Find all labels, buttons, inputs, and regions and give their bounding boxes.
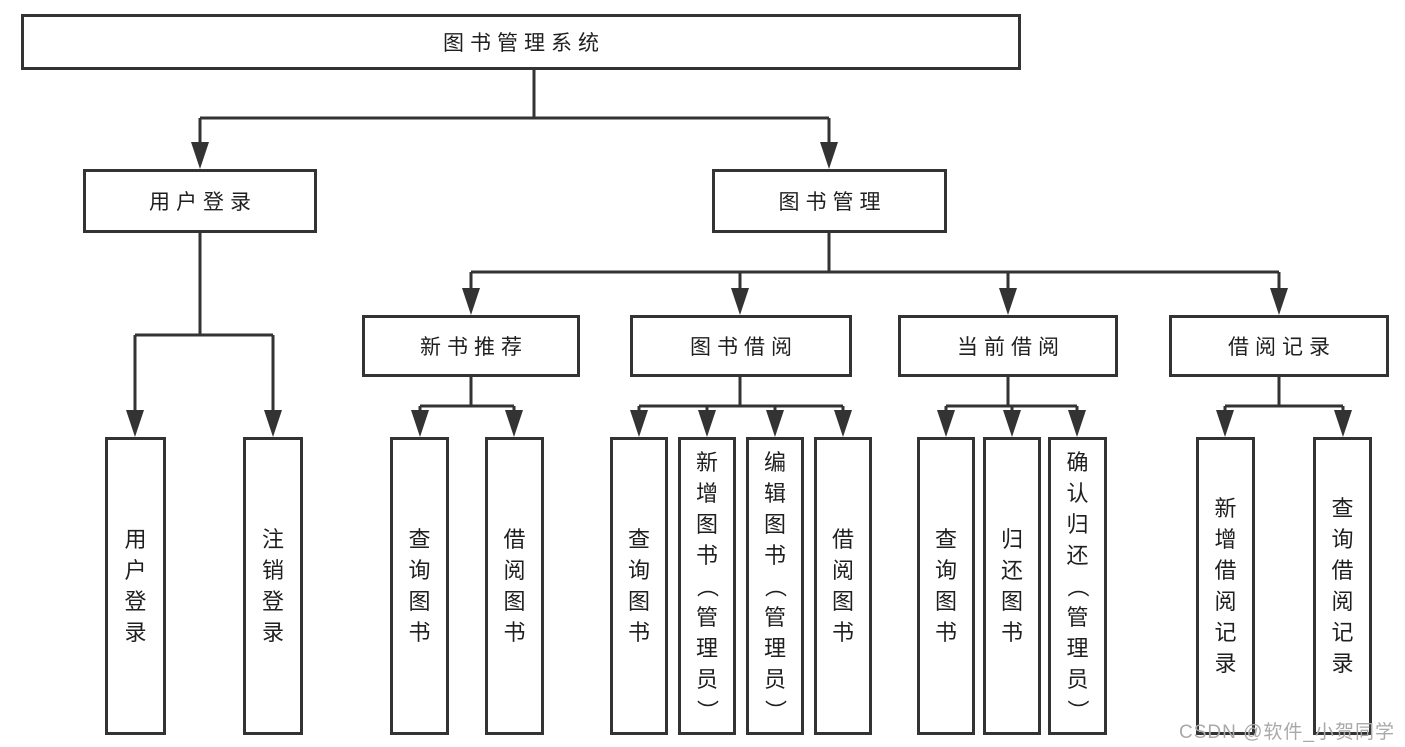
- node-leaf-logout: 注销登录: [243, 437, 303, 735]
- node-leaf-confirm-return-admin: 确认归还（管理员）: [1048, 437, 1107, 735]
- node-leaf-borrow-books-recommend: 借阅图书: [485, 437, 544, 735]
- node-new-book-recommend: 新书推荐: [362, 315, 580, 377]
- arrowheads: [126, 142, 1352, 437]
- node-library-management-system: 图书管理系统: [21, 14, 1021, 70]
- node-leaf-add-books-admin: 新增图书（管理员）: [678, 437, 736, 735]
- node-user-login: 用户登录: [83, 169, 317, 233]
- node-leaf-add-borrow-record: 新增借阅记录: [1196, 437, 1255, 735]
- node-leaf-borrow-books-borrow: 借阅图书: [814, 437, 872, 735]
- node-leaf-return-books: 归还图书: [983, 437, 1041, 735]
- node-leaf-user-login: 用户登录: [105, 437, 166, 735]
- watermark: CSDN @软件_小贺同学: [1179, 722, 1395, 743]
- node-borrow-records: 借阅记录: [1169, 315, 1389, 377]
- node-current-borrow: 当前借阅: [898, 315, 1118, 377]
- node-leaf-query-books-current: 查询图书: [917, 437, 975, 735]
- node-leaf-query-books-recommend: 查询图书: [390, 437, 449, 735]
- node-leaf-edit-books-admin: 编辑图书（管理员）: [746, 437, 804, 735]
- node-book-management: 图书管理: [712, 169, 947, 233]
- node-leaf-query-books-borrow: 查询图书: [610, 437, 668, 735]
- node-book-borrow: 图书借阅: [630, 315, 852, 377]
- node-leaf-query-borrow-record: 查询借阅记录: [1313, 437, 1372, 735]
